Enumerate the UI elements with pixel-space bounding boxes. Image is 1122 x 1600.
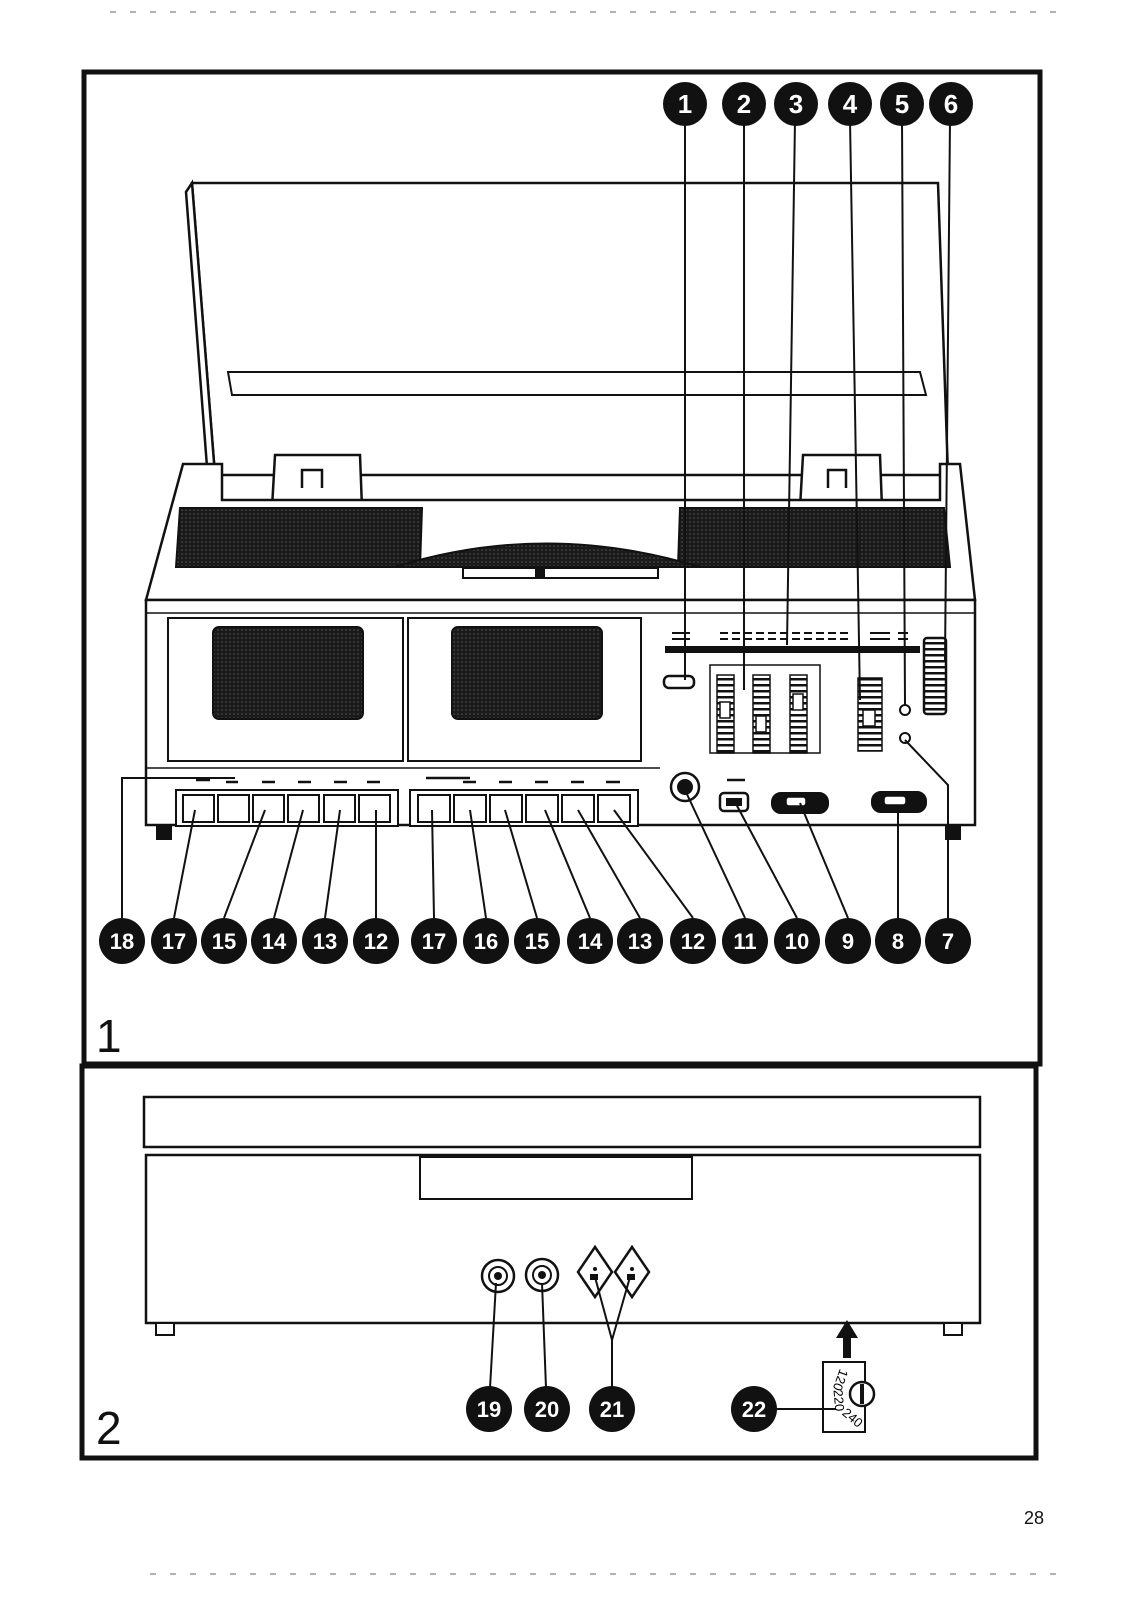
button-b3[interactable]: [489, 794, 523, 823]
callout-22: 22: [742, 1397, 766, 1422]
front-right-controls: [156, 771, 961, 840]
button-a6[interactable]: [358, 794, 391, 823]
vu-meter-marks: [672, 632, 908, 640]
tape-selector-switch[interactable]: [662, 674, 696, 690]
callout-21: 21: [600, 1397, 624, 1422]
rear-foot-right: [943, 1322, 963, 1336]
panel-2-label: 2: [96, 1402, 122, 1454]
deck-front: [144, 598, 977, 827]
callout-7: 7: [942, 929, 954, 954]
panel-1-label: 1: [96, 1010, 122, 1062]
page-number: 28: [1023, 1508, 1044, 1528]
leader-lines-panel-2: [489, 1276, 836, 1410]
front-foot-left: [156, 826, 172, 840]
button-a2[interactable]: [217, 794, 250, 823]
button-b1[interactable]: [417, 794, 451, 823]
button-b5[interactable]: [561, 794, 595, 823]
callout-14a: 14: [262, 929, 287, 954]
top-callouts: 1 2 3 4 5 6: [663, 82, 973, 126]
leader-lines-panel-1: [121, 119, 951, 919]
button-a1[interactable]: [182, 794, 215, 823]
callout-13a: 13: [313, 929, 337, 954]
callout-4: 4: [843, 89, 858, 119]
callout-12b: 12: [681, 929, 705, 954]
deck-rear: [142, 1095, 982, 1336]
panel-2-callouts: 19 20 21 22: [466, 1386, 777, 1432]
callout-15a: 15: [212, 929, 236, 954]
voltage-selector: 120 220 240: [822, 1361, 876, 1433]
button-b2[interactable]: [453, 794, 487, 823]
rear-foot-left: [155, 1322, 175, 1336]
callout-1: 1: [678, 89, 692, 119]
callout-9: 9: [842, 929, 854, 954]
panel-2-frame: [79, 1063, 1039, 1461]
callout-14b: 14: [578, 929, 603, 954]
up-arrow-icon: [836, 1320, 858, 1358]
transport-buttons: [175, 776, 745, 827]
panel-2: 120 220 240 19 20 21 22 2: [79, 1063, 1039, 1461]
callout-13b: 13: [628, 929, 652, 954]
callout-10: 10: [785, 929, 809, 954]
button-a3[interactable]: [252, 794, 285, 823]
slider-knob-1[interactable]: [719, 701, 731, 719]
callout-3: 3: [789, 89, 803, 119]
record-level-sliders: [716, 674, 883, 754]
callout-5: 5: [895, 89, 909, 119]
din-socket-right[interactable]: [613, 1244, 651, 1300]
callout-8: 8: [892, 929, 904, 954]
button-a4[interactable]: [287, 794, 320, 823]
callout-20: 20: [535, 1397, 559, 1422]
callout-6: 6: [944, 89, 958, 119]
callout-18: 18: [110, 929, 134, 954]
thumbwheel-control[interactable]: [922, 636, 948, 716]
panel-1: 1 2 3 4 5 6 18 17: [81, 69, 1043, 1067]
din-socket-left[interactable]: [576, 1244, 614, 1300]
bottom-callouts: 18 17 15 14 13 12 17 16 15 14 13 12 11 1…: [99, 918, 971, 964]
callout-2: 2: [737, 89, 751, 119]
callout-16: 16: [474, 929, 498, 954]
callout-11: 11: [733, 929, 756, 954]
voltage-option-120: 120: [830, 1367, 852, 1393]
callout-19: 19: [477, 1397, 501, 1422]
callout-15b: 15: [525, 929, 549, 954]
led-indicator-1: [899, 704, 911, 716]
callout-17a: 17: [162, 929, 186, 954]
callout-12a: 12: [364, 929, 388, 954]
balance-slider-knob[interactable]: [862, 709, 876, 727]
level-meter-strip: [665, 646, 920, 653]
button-b4[interactable]: [525, 794, 559, 823]
voltage-option-220: 220: [830, 1389, 847, 1412]
led-indicator-2: [899, 732, 911, 744]
slider-knob-2[interactable]: [755, 715, 767, 733]
callout-17b: 17: [422, 929, 446, 954]
button-b6[interactable]: [597, 794, 631, 823]
control-area: [662, 632, 948, 754]
dust-cover: [184, 179, 950, 501]
slider-knob-3[interactable]: [792, 693, 804, 711]
